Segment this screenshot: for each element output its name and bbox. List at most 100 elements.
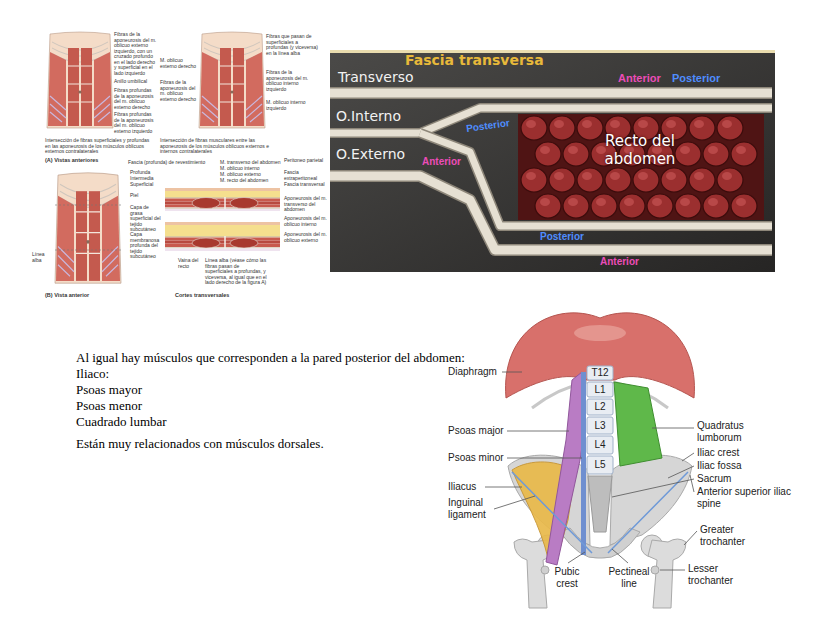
layer-label: Fascia (profunda) de revestimiento [128, 160, 220, 166]
rectus-sheath-illustration-part-part [582, 120, 592, 128]
anatomy-label: Lesser trochanter [688, 563, 746, 587]
cross-section-part [224, 236, 226, 249]
posterior-wall-anatomy-part [588, 476, 612, 532]
rectus-sheath-illustration-part [330, 50, 775, 53]
layer-label: M. oblicuo externo [220, 172, 282, 178]
layer-label: Capa de grasa superficial del tejido sub… [130, 205, 162, 233]
figure-caption: Intersección de fibras superficiales y p… [45, 138, 155, 155]
lamina-label: Posterior [672, 72, 720, 85]
layer-label: Capa membranosa profunda del tejido subc… [130, 232, 162, 260]
rectus-sheath-illustration-part-part [666, 172, 676, 180]
posterior-wall-anatomy-part-part [587, 456, 613, 474]
lamina-label: Anterior [422, 156, 461, 168]
body-text: Cuadrado lumbar [76, 414, 167, 430]
rectus-sheath-illustration-part-part [577, 116, 603, 140]
posterior-wall-anatomy-part [546, 372, 583, 565]
layer-label: Aponeurosis del m. oblicuo externo [284, 232, 328, 243]
layer-label: Profunda [130, 170, 160, 176]
posterior-wall-anatomy-part [541, 566, 549, 574]
cross-section-part [165, 208, 280, 210]
anatomy-label: Pubic crest [546, 566, 588, 590]
layer-label: O.Externo [336, 146, 405, 163]
anatomy-label: Pectineal line [606, 566, 652, 590]
body-text: Psoas mayor [76, 382, 142, 398]
rectus-sheath-illustration-part-part [708, 198, 718, 206]
rectus-sheath-illustration-part-part [652, 198, 662, 206]
posterior-wall-anatomy-part-part [660, 570, 685, 571]
rectus-sheath-illustration-part-part [689, 168, 715, 192]
layer-label: Vaina del recto [178, 258, 202, 269]
posterior-wall-anatomy-part-part [568, 552, 585, 563]
cross-section-part [165, 249, 280, 252]
rectus-sheath-illustration-part-part [540, 146, 550, 154]
cross-section-part [165, 205, 280, 208]
annotation-label: Fibras que pasan de superficiales a prof… [266, 34, 320, 56]
cross-section-part [165, 225, 280, 236]
rectus-sheath-illustration-part-part [703, 142, 729, 166]
posterior-wall-anatomy-part-part [507, 431, 569, 432]
rectus-sheath-illustration-part-part [521, 168, 547, 192]
vertebra-label: L2 [587, 401, 613, 413]
annotation-label: Línea alba [32, 252, 54, 263]
rectus-sheath-illustration-part-part [675, 194, 701, 218]
layer-label: Fascia transversal [284, 182, 328, 188]
annotation-label: Fibras de la aponeurosis del m. oblicuo … [114, 32, 158, 76]
cross-section-part [165, 247, 280, 249]
layer-label: Piel [130, 193, 160, 199]
cross-section-part [224, 197, 226, 209]
panel-title: (A) Vistas anteriores [45, 157, 98, 163]
lamina-label: Posterior [540, 231, 584, 243]
rectus-sheath-illustration-part-part [675, 142, 701, 166]
rectus-sheath-illustration-part-part [582, 172, 592, 180]
posterior-wall-anatomy-part-part [668, 466, 694, 478]
rectus-sheath-illustration-part-part [722, 120, 732, 128]
rectus-sheath-illustration-part-part [535, 194, 561, 218]
posterior-wall-anatomy-part-part [507, 458, 582, 459]
rectus-sheath-illustration-part-part [731, 142, 757, 166]
abdominal-wall-figure-part [55, 205, 122, 250]
cross-section-part [165, 202, 280, 205]
rectus-sheath-illustration-part-part [568, 198, 578, 206]
rectus-sheath-illustration-part-part [694, 120, 704, 128]
rectus-sheath-illustration-part-part [680, 198, 690, 206]
layer-label: M. transverso del abdomen [220, 160, 282, 166]
vertebra-label: L1 [587, 384, 613, 396]
rectus-sheath-illustration-part-part [563, 142, 589, 166]
rectus-sheath-illustration-part-part [605, 168, 631, 192]
rectus-sheath-illustration-part-part [554, 120, 564, 128]
rectus-sheath-illustration-part-part [535, 142, 561, 166]
rectus-sheath-illustration-part-part [540, 198, 550, 206]
posterior-wall-anatomy-part-part [587, 417, 613, 434]
annotation-label: Fibras profundas de la aponeurosis del m… [114, 88, 158, 110]
posterior-wall-anatomy-part [614, 382, 662, 466]
layer-label: Transverso [338, 69, 414, 86]
posterior-wall-anatomy-part [587, 366, 613, 474]
rectus-sheath-illustration-part-part [563, 194, 589, 218]
rectus-sheath-illustration-part-part [638, 172, 648, 180]
annotation-label: Fibras de la aponeurosis del m. oblicuo … [160, 80, 198, 102]
annotation-label: Fibras de la aponeurosis del m. oblicuo … [266, 70, 320, 92]
anatomy-label: Diaphragm [448, 366, 497, 378]
annotation-label: Anillo umbilical [114, 79, 158, 85]
vertebra-label: L4 [587, 439, 613, 451]
rectus-sheath-illustration-part [330, 50, 775, 272]
posterior-wall-anatomy-part [512, 472, 688, 553]
posterior-wall-anatomy-part [574, 325, 626, 341]
body-text: Están muy relacionados con músculos dors… [76, 436, 324, 452]
posterior-wall-anatomy-part-part [587, 382, 613, 397]
rectus-sheath-illustration-part-part [610, 120, 620, 128]
anatomy-label: Iliac crest [697, 447, 739, 459]
layer-label: Aponeurosis del m. transverso del abdome… [284, 196, 328, 213]
annotation-label: M. oblicuo externo derecho [160, 58, 198, 69]
cross-section-part [165, 236, 280, 238]
anatomy-label: Psoas minor [448, 452, 504, 464]
rectus-sheath-illustration-part [521, 116, 757, 218]
layer-label: Fascia transversa [405, 52, 544, 69]
rectus-sheath-illustration-part-part [703, 194, 729, 218]
rectus-sheath-illustration [330, 50, 775, 272]
posterior-wall-anatomy-part [581, 372, 586, 555]
rectus-sheath-illustration-part-part [647, 194, 673, 218]
panel-title: (B) Vista anterior [45, 292, 89, 298]
posterior-wall-anatomy [485, 313, 697, 608]
rectus-sheath-illustration-part-part [330, 87, 772, 99]
